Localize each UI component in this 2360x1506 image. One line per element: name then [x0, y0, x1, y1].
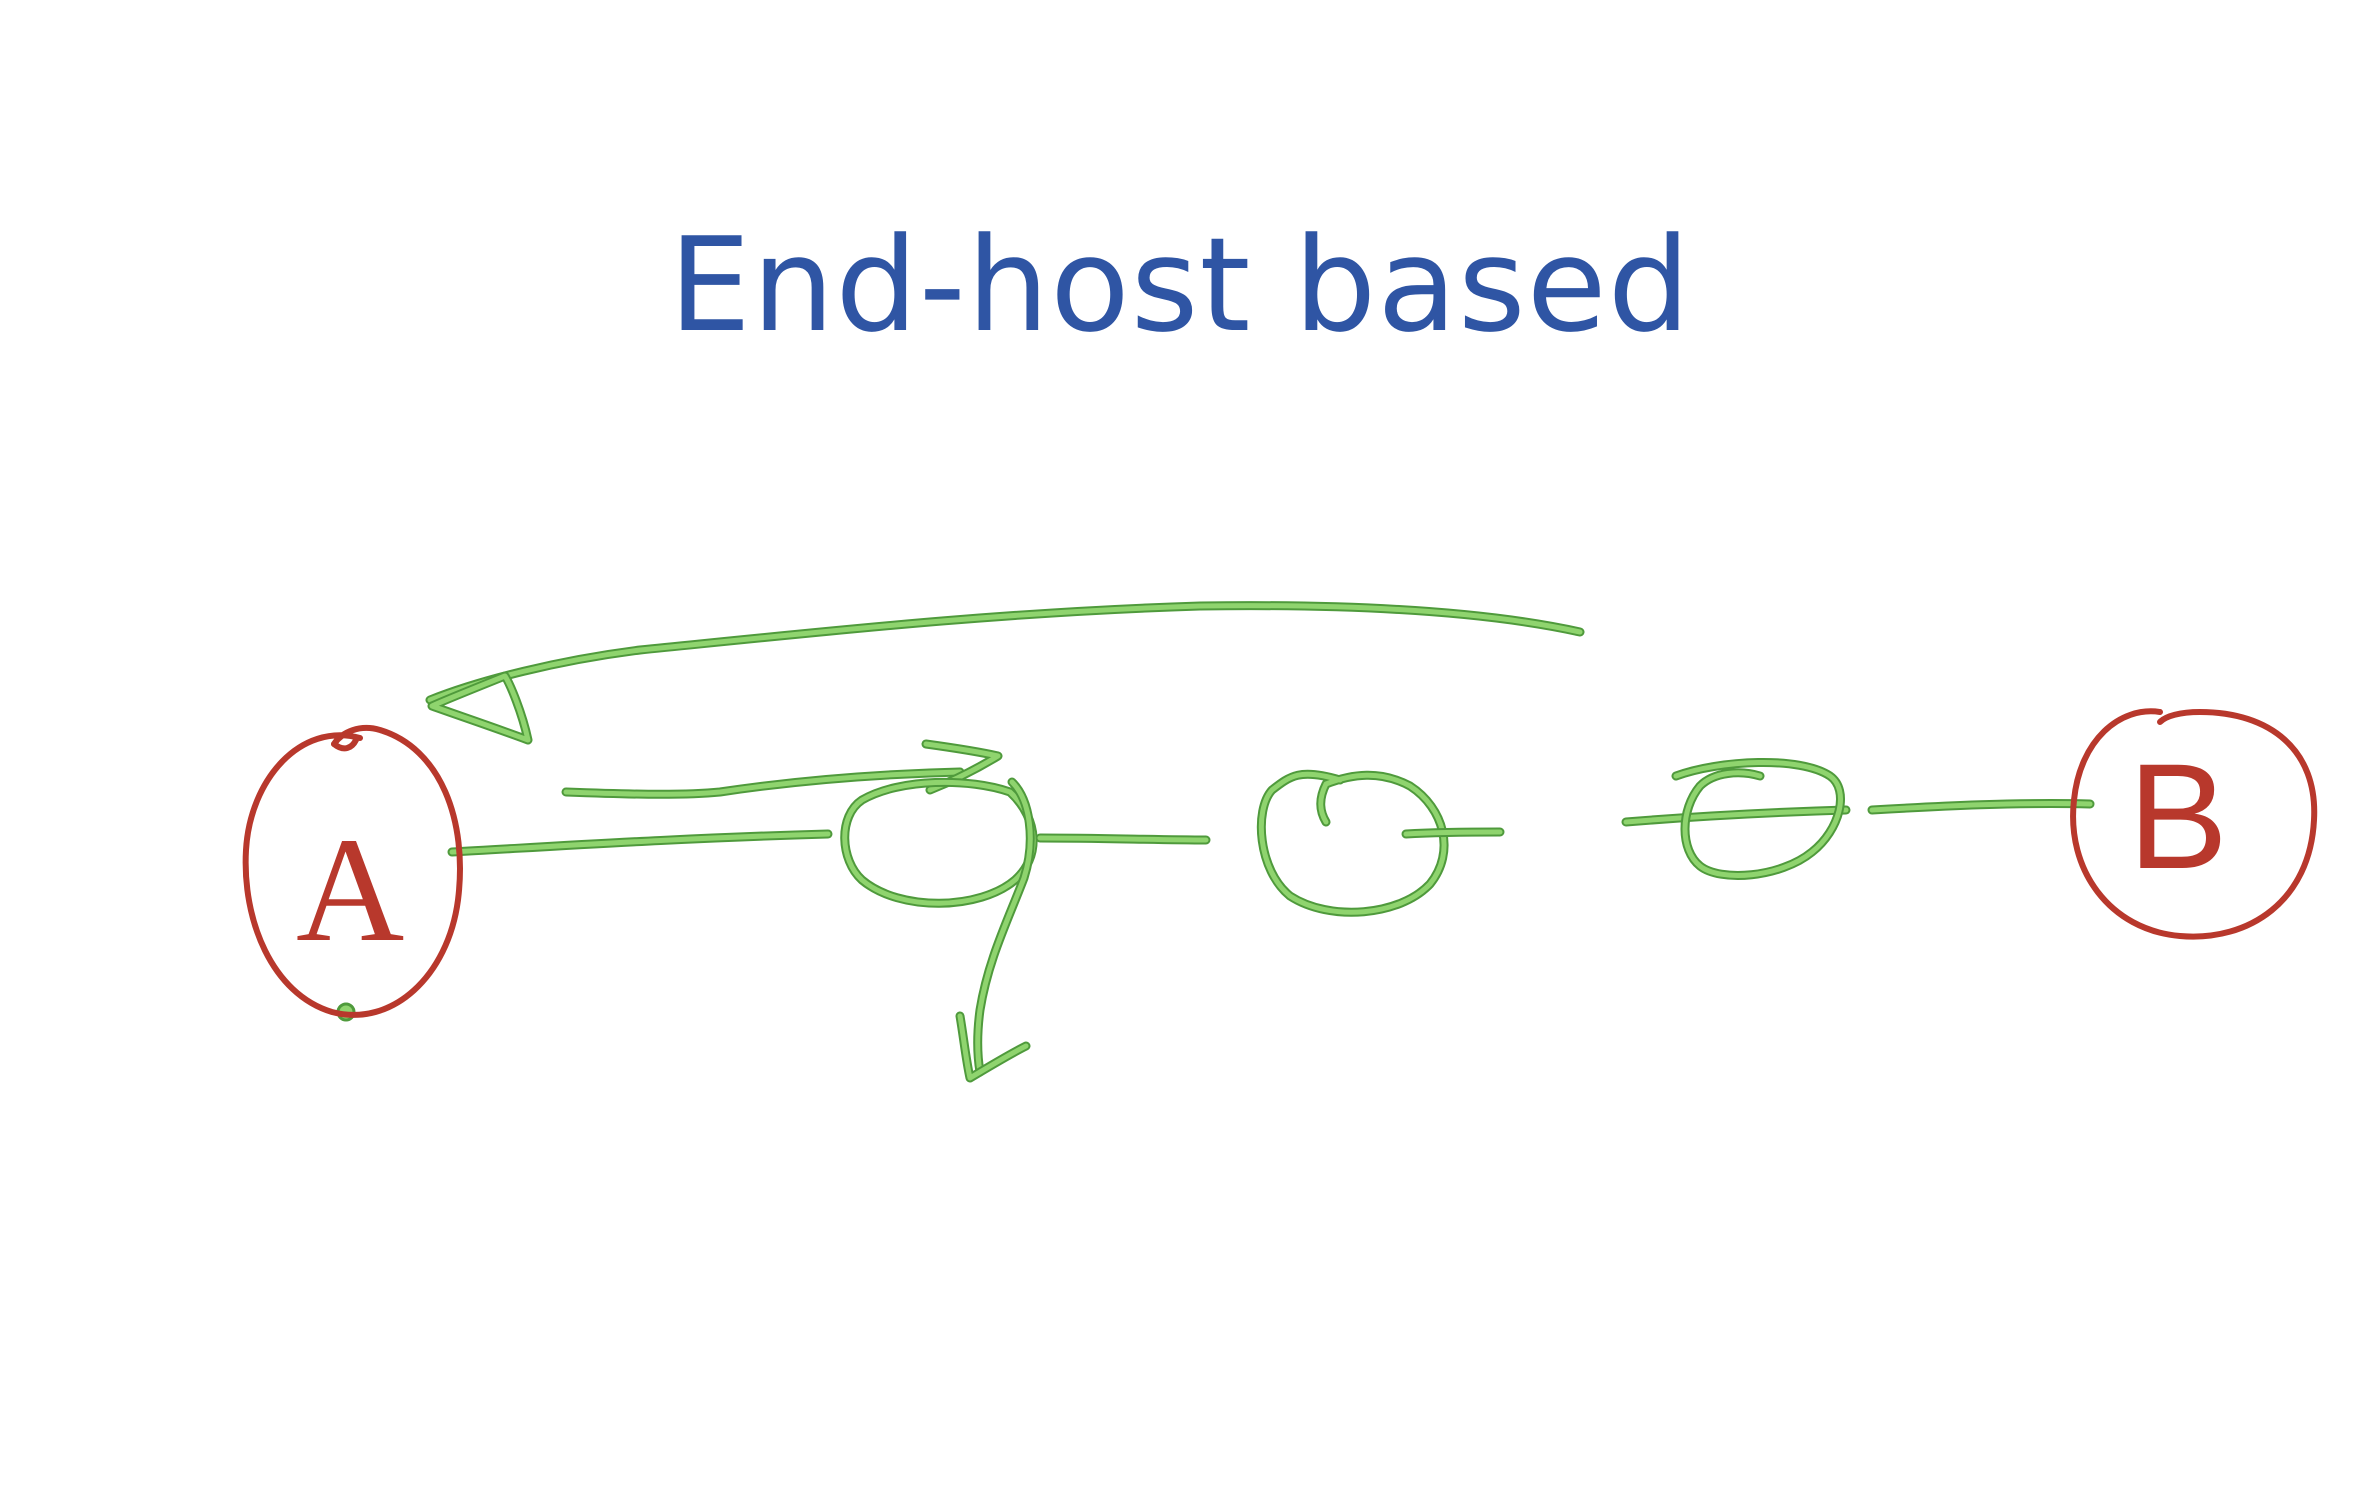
link-a-r1 — [447, 829, 833, 857]
endpoint-a: A — [242, 724, 463, 1018]
return-arrow-to-a — [425, 601, 1585, 745]
link-r3-b — [1867, 798, 2095, 815]
router-node-3 — [1621, 757, 1851, 880]
slide-title: End-host based — [668, 209, 1692, 361]
router-node-2 — [1256, 769, 1505, 917]
endpoint-b-label: B — [2128, 732, 2228, 900]
endpoint-b: B — [2070, 708, 2318, 940]
link-r1-r2 — [1035, 833, 1211, 845]
forward-probe-arrow — [561, 739, 1003, 799]
endpoint-a-label: A — [296, 807, 404, 973]
green-ink-layer — [336, 601, 2095, 1083]
router-node-1 — [840, 777, 1038, 1083]
